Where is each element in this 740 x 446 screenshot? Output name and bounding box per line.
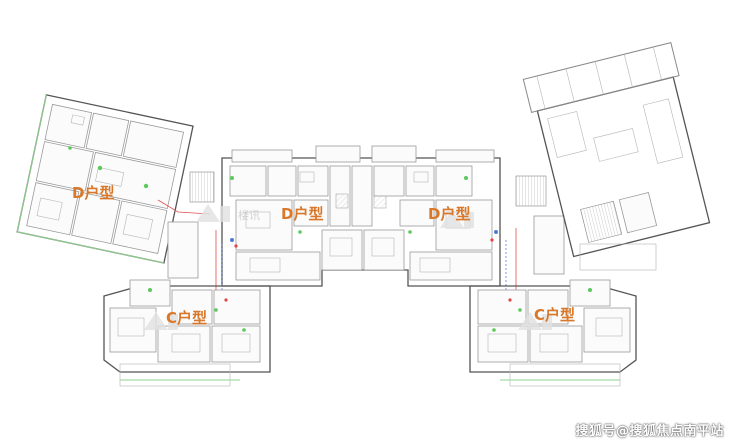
watermark-right-d <box>440 210 474 228</box>
unit-label-d-center-left: D户型 <box>281 205 323 223</box>
unit-label-d-center-right: D户型 <box>428 205 470 223</box>
unit-label-d-left-wing: D户型 <box>72 184 114 202</box>
source-credit: 搜狐号@搜狐焦点南平站 <box>575 424 724 439</box>
watermark-right-c <box>518 312 552 330</box>
svg-text:楼讯: 楼讯 <box>238 208 260 222</box>
unit-label-c-right: C户型 <box>534 306 575 324</box>
right-commercial-block <box>522 42 711 258</box>
watermark-left-d: 楼讯 <box>196 204 260 222</box>
watermark-left-c <box>144 312 178 330</box>
unit-label-c-left: C户型 <box>166 309 207 327</box>
left-c-unit <box>103 279 271 387</box>
right-c-unit <box>469 279 637 387</box>
left-d-wing <box>16 94 194 264</box>
